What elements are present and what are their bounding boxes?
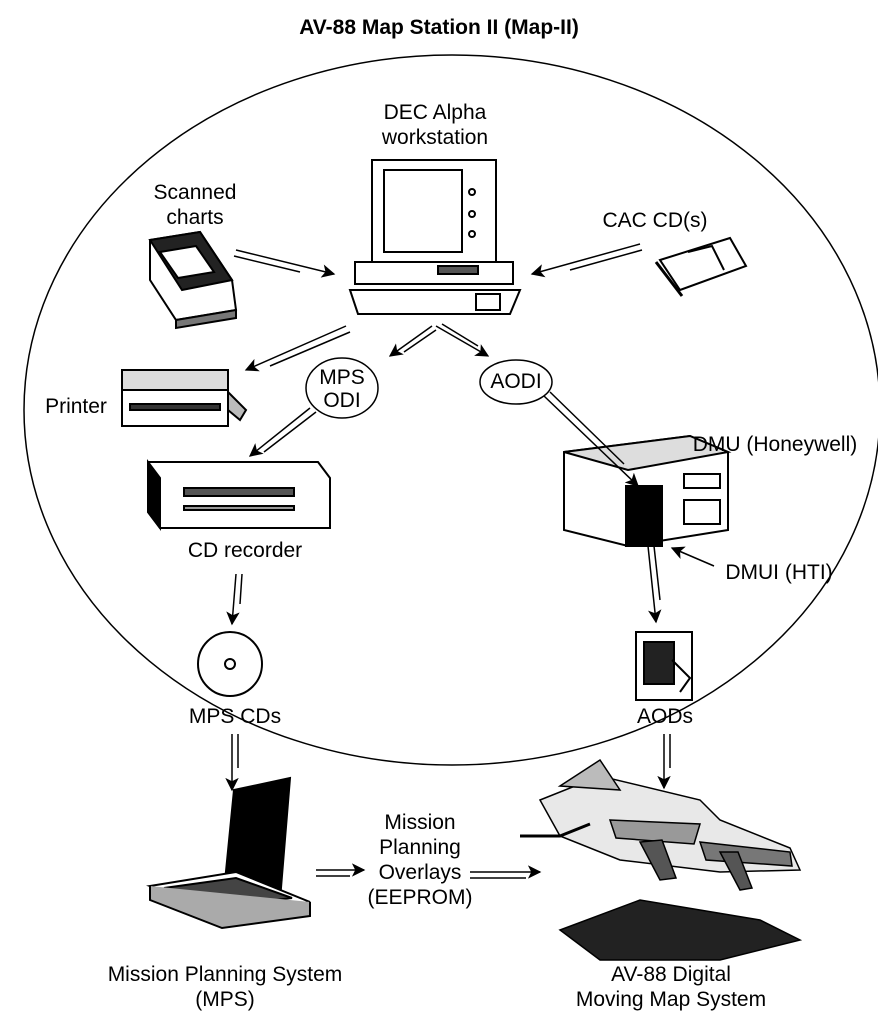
arrow-dmu-to-aod xyxy=(647,545,662,624)
printer-icon xyxy=(121,369,248,427)
label-cac-cds: CAC CD(s) xyxy=(602,209,708,232)
label-cd-recorder: CD recorder xyxy=(187,539,303,562)
label-digital-map: AV-88 Digital Moving Map System xyxy=(575,963,767,1011)
arrow-cdrecorder-to-mpscd xyxy=(226,573,240,626)
arrow-workstation-to-mpsodi xyxy=(388,325,433,357)
label-workstation: DEC Alpha workstation xyxy=(381,101,489,149)
mps-cd-disc-icon xyxy=(197,631,263,697)
arrows xyxy=(225,243,715,879)
arrow-workstation-to-aodi xyxy=(435,325,490,357)
scanner-icon xyxy=(148,230,238,330)
label-aods: AODs xyxy=(636,705,693,728)
workstation-icon xyxy=(348,159,522,315)
laptop-icon xyxy=(146,776,311,930)
label-dmu: DMU (Honeywell) xyxy=(692,433,858,456)
label-mps-system: Mission Planning System (MPS) xyxy=(107,963,343,1011)
cd-recorder-icon xyxy=(147,459,331,531)
label-aodi: AODI xyxy=(490,370,542,393)
aod-cartridge-icon xyxy=(635,631,693,701)
aodi-oval xyxy=(479,359,553,405)
arrow-aodi-to-dmu xyxy=(543,395,639,487)
label-mps-odi: MPS ODI xyxy=(319,366,365,412)
label-mission-overlays: Mission Planning Overlays (EEPROM) xyxy=(367,811,473,909)
arrow-cac-to-workstation xyxy=(530,243,641,278)
diagram-title: AV-88 Map Station II (Map-II) xyxy=(299,16,579,39)
arrow-scanner-to-workstation xyxy=(235,249,336,278)
station-boundary-oval xyxy=(23,54,878,766)
arrow-mpsodi-to-cdrecorder xyxy=(248,407,311,457)
label-dmui: DMUI (HTI) xyxy=(725,561,833,584)
label-printer: Printer xyxy=(45,395,107,418)
arrow-workstation-to-printer xyxy=(244,325,347,372)
label-scanned-charts: Scanned charts xyxy=(153,181,237,229)
dmu-icon xyxy=(563,434,732,548)
label-mps-cds: MPS CDs xyxy=(188,705,282,728)
cac-cd-icon xyxy=(654,236,748,297)
mps-odi-oval xyxy=(305,357,379,419)
jet-icon xyxy=(520,758,803,961)
arrow-dmui-pointer xyxy=(670,546,715,567)
